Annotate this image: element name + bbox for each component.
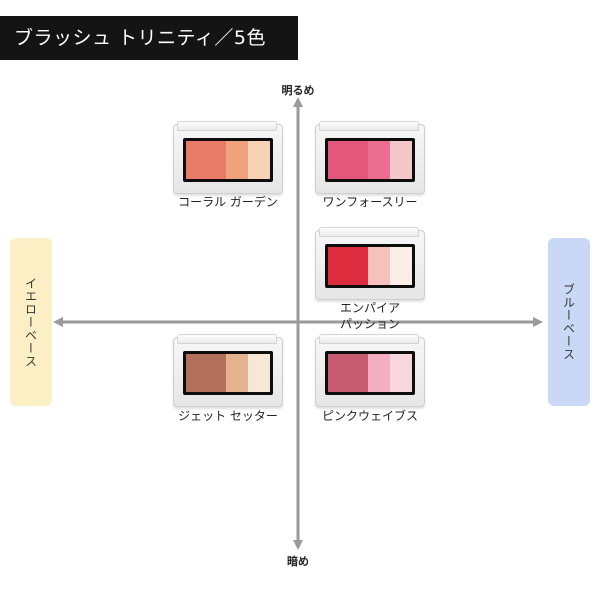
blue-base-box: ブルーベース <box>548 238 590 406</box>
blush-shade-2 <box>368 141 391 179</box>
blush-pan <box>325 244 415 288</box>
page-title: ブラッシュ トリニティ／5色 <box>0 16 298 60</box>
product-name-line2: パッション <box>339 317 401 331</box>
product-name-line1: エンパイア <box>339 301 401 315</box>
yellow-base-label: イエローベース <box>23 276 38 368</box>
compact-one-for-three <box>315 121 425 198</box>
blush-shade-2 <box>368 247 391 285</box>
compact-empire-passion <box>315 227 425 304</box>
product-name-jet-setter: ジェット セッター <box>178 409 278 423</box>
blush-shade-1 <box>328 141 369 179</box>
blush-shade-1 <box>186 141 227 179</box>
blush-shade-3 <box>390 354 412 392</box>
compact-lid <box>319 334 419 344</box>
compact-lid <box>319 227 419 237</box>
product-name-one-for-three: ワンフォースリー <box>322 195 418 209</box>
blush-shade-3 <box>390 247 412 285</box>
compact-pink-waves <box>315 334 425 411</box>
blush-shade-1 <box>328 354 369 392</box>
product-name-coral-garden: コーラル ガーデン <box>178 195 278 209</box>
compact-lid <box>177 121 277 131</box>
compact-jet-setter <box>173 334 283 411</box>
axis-label-dark: 暗め <box>287 555 309 568</box>
blush-shade-2 <box>368 354 391 392</box>
blush-pan <box>325 351 415 395</box>
blush-shade-3 <box>248 354 270 392</box>
blush-pan <box>183 138 273 182</box>
blue-base-label: ブルーベース <box>561 283 576 361</box>
compact-lid <box>319 121 419 131</box>
blush-pan <box>183 351 273 395</box>
blush-shade-1 <box>186 354 227 392</box>
compact-lid <box>177 334 277 344</box>
blush-shade-1 <box>328 247 369 285</box>
blush-shade-2 <box>226 141 249 179</box>
blush-shade-3 <box>390 141 412 179</box>
blush-shade-3 <box>248 141 270 179</box>
product-name-empire-passion: エンパイア パッション <box>340 300 400 332</box>
compact-coral-garden <box>173 121 283 198</box>
blush-shade-2 <box>226 354 249 392</box>
axis-label-bright: 明るめ <box>281 84 315 97</box>
product-name-pink-waves: ピンクウェイブス <box>321 409 419 423</box>
yellow-base-box: イエローベース <box>10 238 52 406</box>
blush-pan <box>325 138 415 182</box>
